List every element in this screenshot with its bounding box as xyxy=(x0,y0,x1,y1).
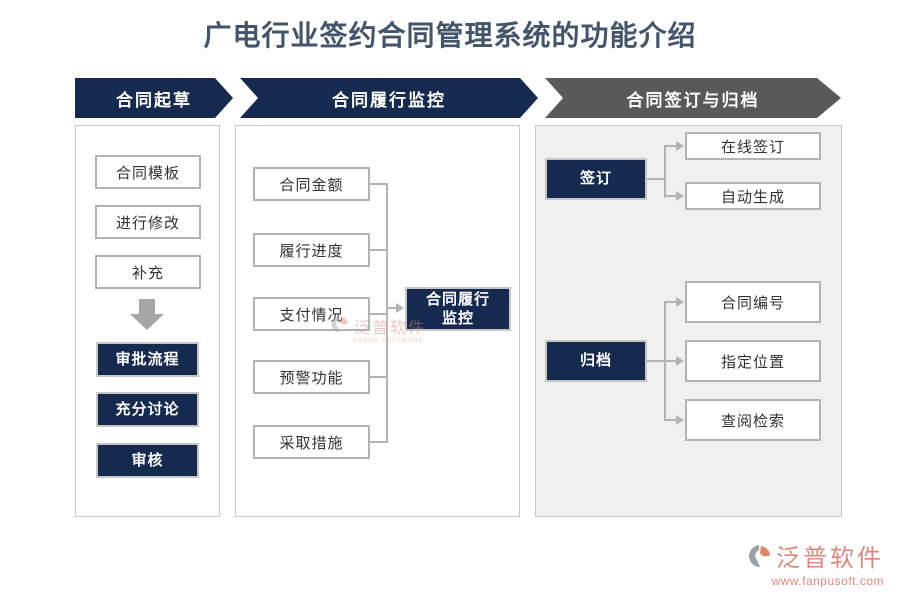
stage-label-monitor: 合同履行监控 xyxy=(332,90,446,110)
footer-brand-block: 泛普软件 www.fanpusoft.com xyxy=(747,538,884,588)
archive-child-search: 查阅检索 xyxy=(685,399,821,441)
connector-line xyxy=(666,419,676,421)
draft-step-review: 审核 xyxy=(96,443,199,478)
down-arrow-icon xyxy=(130,314,164,330)
stage-band-sign-archive: 合同签订与归档 xyxy=(545,78,841,118)
connector-line xyxy=(647,178,666,180)
archive-group-box: 归档 xyxy=(545,340,647,382)
down-arrow-icon xyxy=(139,299,155,314)
archive-child-number: 合同编号 xyxy=(685,281,821,323)
monitor-factor-warning: 预警功能 xyxy=(253,360,370,394)
arrowhead-icon xyxy=(676,356,684,366)
draft-step-approval-flow: 审批流程 xyxy=(96,342,199,377)
arrowhead-icon xyxy=(676,191,684,201)
stage-label-draft: 合同起草 xyxy=(116,90,192,110)
connector-line xyxy=(666,301,676,303)
page-title: 广电行业签约合同管理系统的功能介绍 xyxy=(203,20,697,51)
stage-band-monitor: 合同履行监控 xyxy=(240,78,538,118)
connector-line xyxy=(647,360,666,362)
connector-trunk xyxy=(386,183,388,443)
connector-line xyxy=(370,376,388,378)
connector-line xyxy=(666,360,676,362)
connector-line xyxy=(370,441,388,443)
draft-step-template: 合同模板 xyxy=(95,155,201,189)
connector-line xyxy=(370,313,388,315)
brand-url: www.fanpusoft.com xyxy=(771,574,884,588)
sign-child-autogen: 自动生成 xyxy=(685,182,821,210)
arrowhead-icon xyxy=(676,297,684,307)
arrowhead-icon xyxy=(396,303,404,313)
draft-step-discussion: 充分讨论 xyxy=(96,392,199,427)
connector-trunk xyxy=(664,145,666,198)
monitor-factor-measures: 采取措施 xyxy=(253,425,370,459)
connector-line xyxy=(666,195,676,197)
draft-step-supplement: 补充 xyxy=(95,255,201,289)
connector-line xyxy=(666,145,676,147)
fanpu-logo-icon xyxy=(331,315,348,333)
connector-trunk xyxy=(664,301,666,421)
stage-band-draft: 合同起草 xyxy=(75,78,233,118)
connector-line xyxy=(370,183,388,185)
archive-child-location: 指定位置 xyxy=(685,340,821,382)
monitor-factor-progress: 履行进度 xyxy=(253,233,370,267)
draft-step-modify: 进行修改 xyxy=(95,205,201,239)
stage-label-sign-archive: 合同签订与归档 xyxy=(626,90,760,110)
watermark: 泛普软件 FANPU SOFTWARE xyxy=(330,314,426,344)
sign-group-box: 签订 xyxy=(545,158,647,200)
sign-child-online: 在线签订 xyxy=(685,132,821,160)
monitor-factor-amount: 合同金额 xyxy=(253,167,370,201)
watermark-brand: 泛普软件 xyxy=(354,320,427,337)
monitor-factor-payment: 支付情况 xyxy=(253,297,370,331)
watermark-subtext: FANPU SOFTWARE xyxy=(354,338,424,344)
fanpu-logo-icon xyxy=(749,544,770,567)
monitor-target-box: 合同履行 监控 xyxy=(405,287,511,331)
arrowhead-icon xyxy=(676,415,684,425)
brand-name: 泛普软件 xyxy=(776,545,884,572)
connector-line xyxy=(388,307,397,309)
arrowhead-icon xyxy=(676,141,684,151)
connector-line xyxy=(370,249,388,251)
